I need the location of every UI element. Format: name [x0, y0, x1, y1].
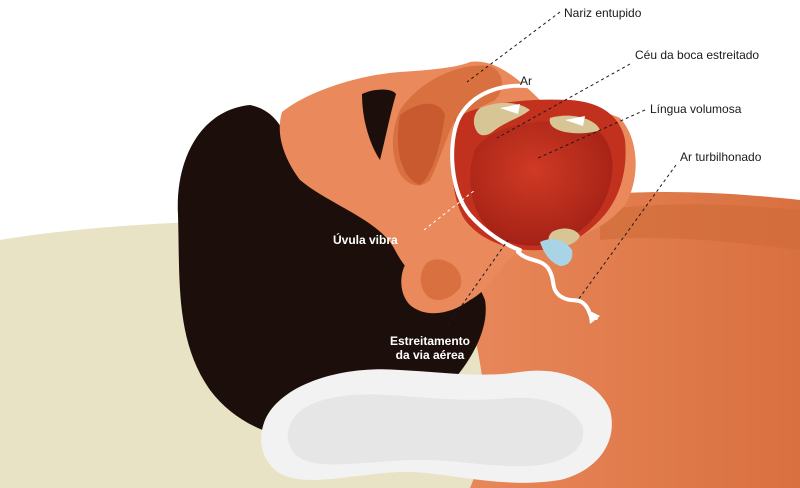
- leader-nose: [466, 11, 561, 83]
- label-bulky-tongue: Língua volumosa: [650, 102, 742, 116]
- label-turbulent-air: Ar turbilhonado: [680, 150, 762, 164]
- airflow-arrow-in: [500, 104, 520, 114]
- leader-uvula: [423, 189, 476, 231]
- label-stuffy-nose: Nariz entupido: [564, 6, 642, 20]
- ear-inner: [420, 259, 462, 300]
- leader-tongue: [537, 109, 646, 159]
- airflow-path: [450, 83, 542, 252]
- leader-palate: [496, 63, 631, 139]
- label-airway-narrowing-line1: Estreitamento: [389, 334, 471, 348]
- palate-bone-2: [549, 115, 600, 134]
- neck-shadow: [600, 204, 800, 250]
- leader-narrowing: [447, 239, 509, 326]
- closed-eye: [362, 89, 396, 160]
- uvula: [540, 239, 573, 266]
- nostril: [398, 103, 445, 185]
- hair: [177, 105, 486, 441]
- leader-turbulent: [577, 164, 677, 301]
- label-airway-narrowing: Estreitamento da via aérea: [380, 334, 480, 362]
- label-airway-narrowing-line2: da via aérea: [395, 348, 465, 362]
- airflow-arrow-top: [565, 116, 585, 126]
- turbulent-arrow-head: [588, 310, 600, 324]
- label-uvula-vibrates: Úvula vibra: [333, 233, 398, 247]
- tongue: [470, 120, 613, 246]
- pillow-inner: [287, 394, 584, 467]
- label-air: Ar: [520, 74, 532, 88]
- label-narrowed-palate: Céu da boca estreitado: [635, 48, 760, 62]
